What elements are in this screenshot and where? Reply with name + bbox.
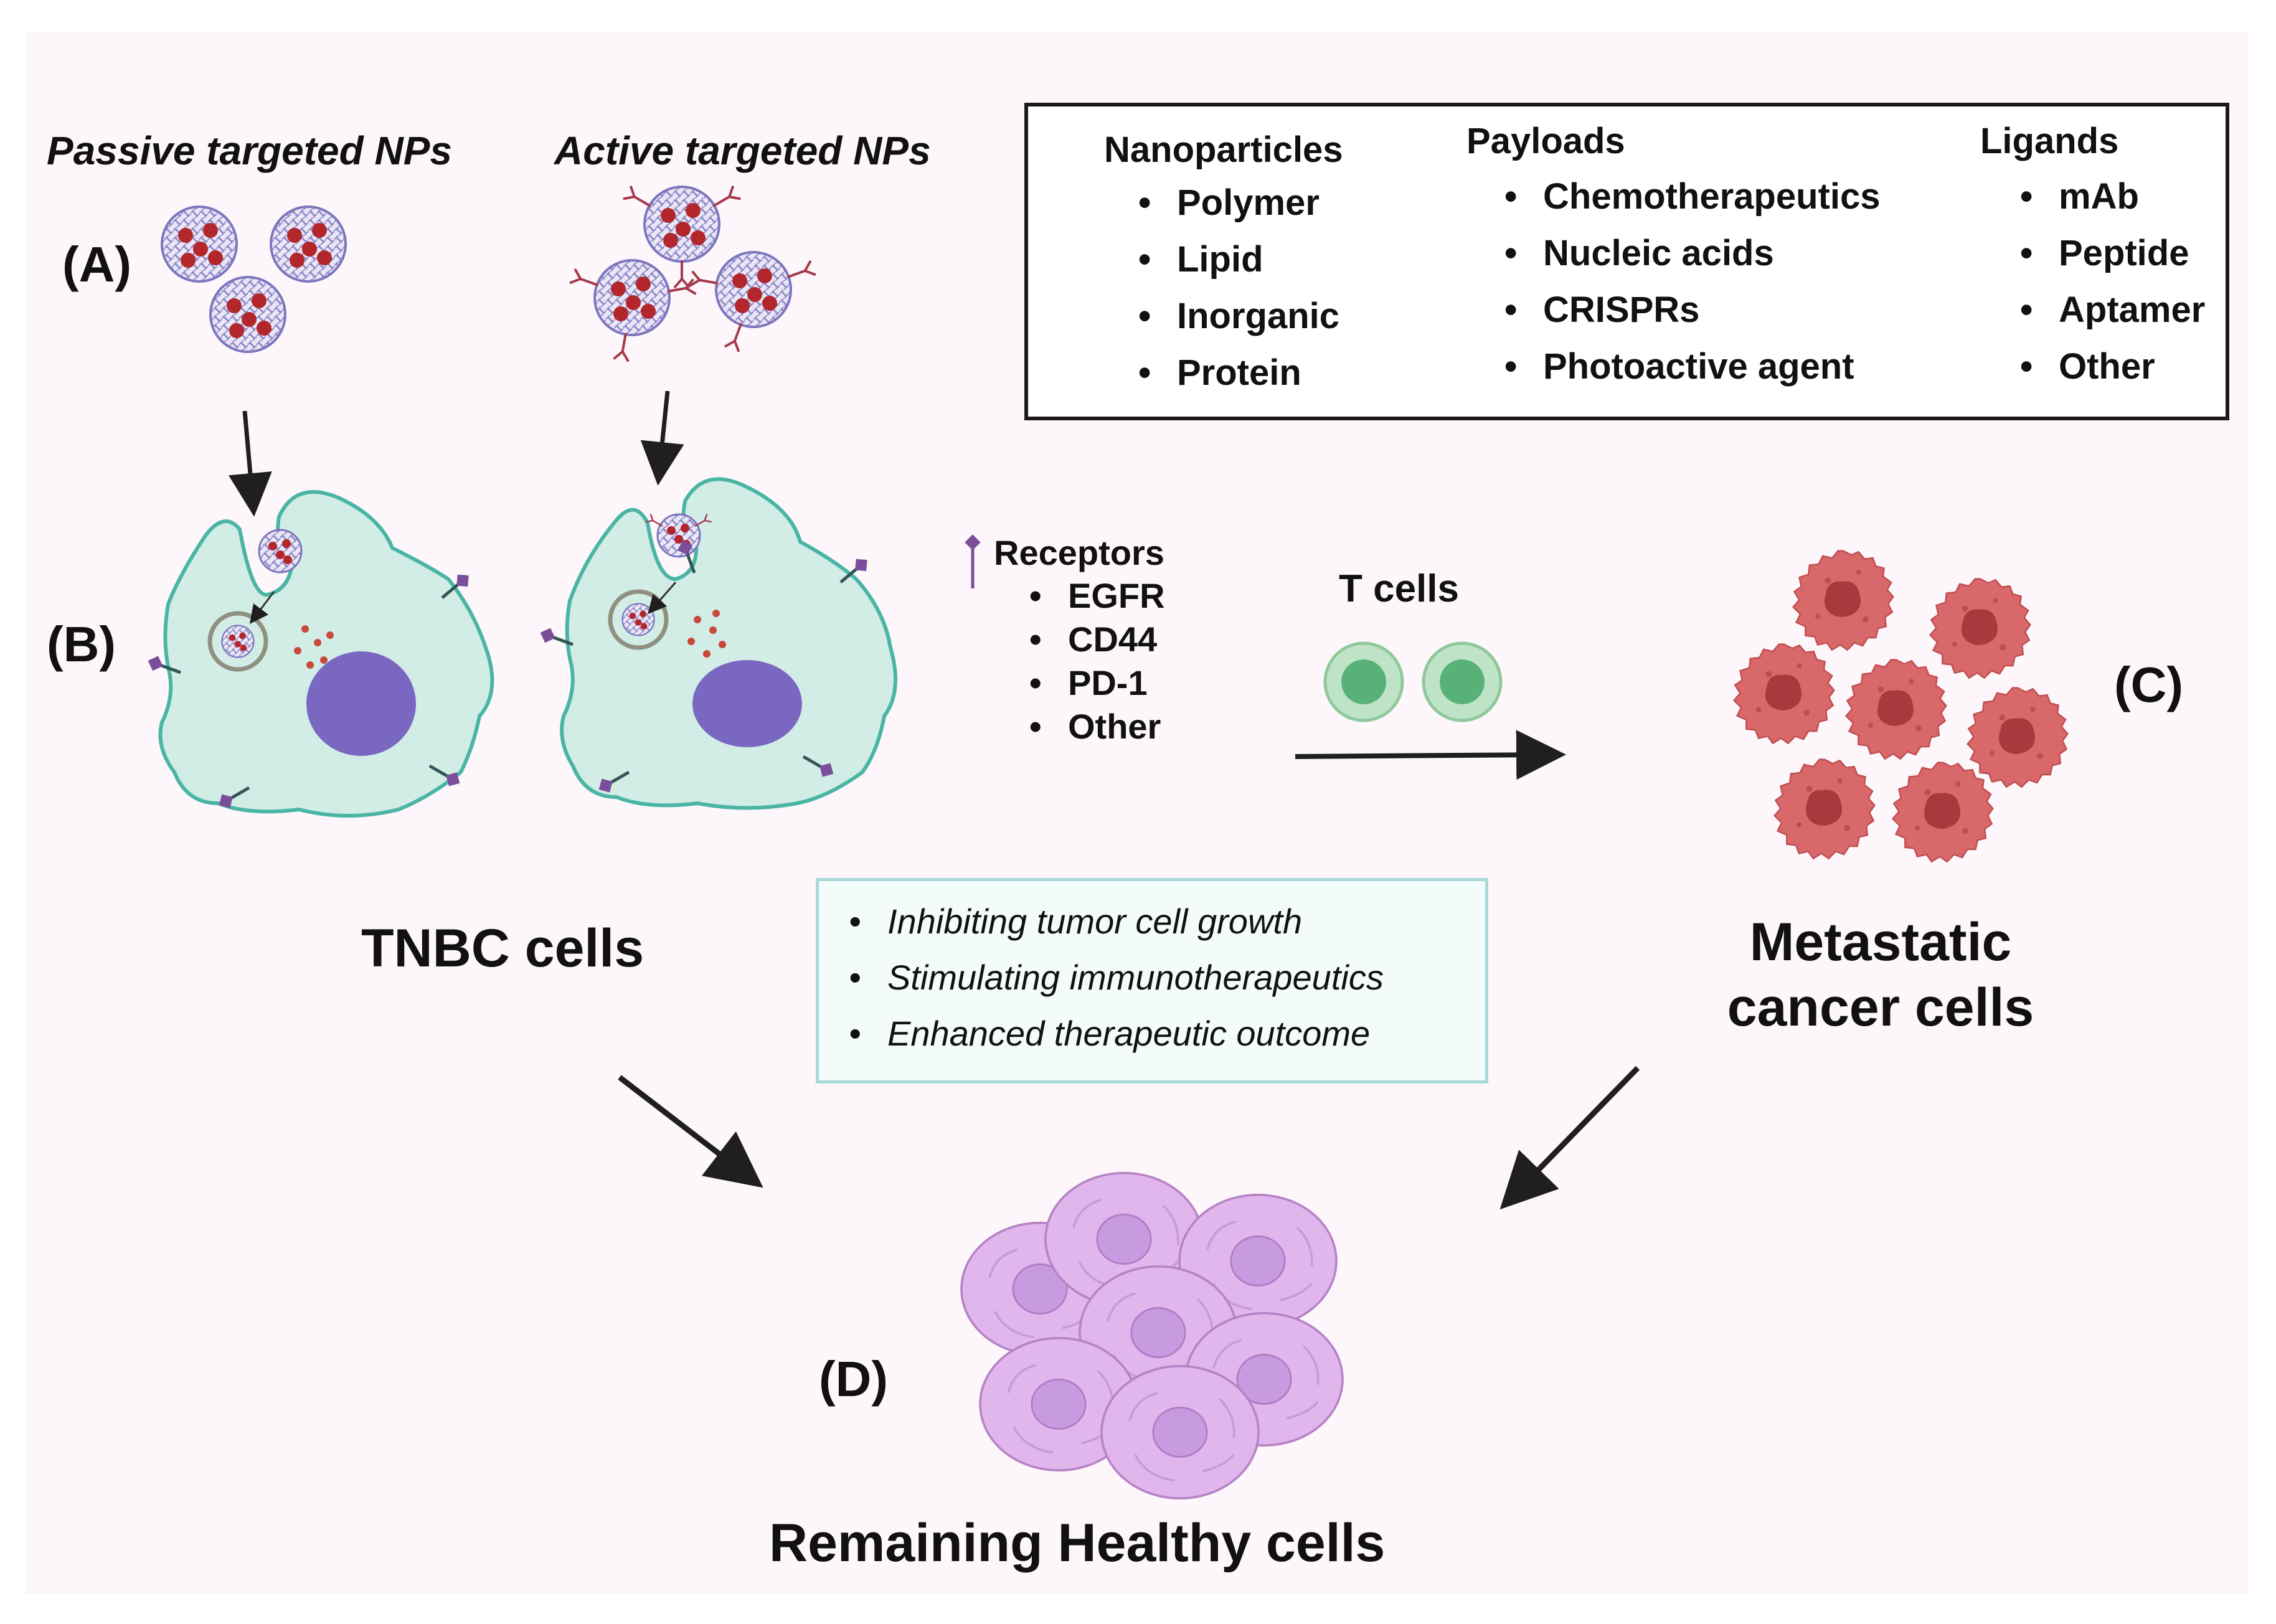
list-item: Lipid	[1133, 231, 1339, 288]
healthy-cells-title: Remaining Healthy cells	[769, 1513, 1386, 1573]
receptors-title: Receptors	[994, 533, 1164, 572]
panel-label-c: (C)	[2114, 657, 2184, 712]
arrow-metastatic-to-healthy	[1499, 1065, 1640, 1210]
metastatic-title-line1: Metastatic	[1749, 912, 2012, 972]
receptor-legend-glyph	[965, 534, 981, 588]
t-cells-label: T cells	[1339, 567, 1459, 610]
metastatic-title-line2: cancer cells	[1727, 978, 2034, 1037]
metastatic-cells-cluster	[1733, 550, 2069, 862]
outcome-list: Inhibiting tumor cell growth Stimulating…	[844, 894, 1384, 1062]
list-item: Other	[1024, 705, 1165, 748]
healthy-cells-cluster	[960, 1172, 1344, 1499]
list-item: mAb	[2015, 168, 2205, 225]
list-item: EGFR	[1024, 574, 1165, 618]
t-cells	[1325, 643, 1501, 720]
panel-label-b: (B)	[47, 616, 116, 672]
list-item: Inhibiting tumor cell growth	[844, 894, 1384, 950]
list-item: PD-1	[1024, 661, 1165, 705]
list-item: CRISPRs	[1499, 281, 1880, 338]
active-nanoparticles	[569, 184, 817, 363]
legend-ligands-list: mAb Peptide Aptamer Other	[2015, 168, 2205, 395]
panel-label-d: (D)	[819, 1351, 889, 1407]
tnbc-cells-title: TNBC cells	[361, 918, 645, 978]
arrow-passive-down	[229, 410, 272, 517]
list-item: Peptide	[2015, 225, 2205, 281]
list-item: Stimulating immunotherapeutics	[844, 950, 1384, 1006]
legend-nanoparticles-list: Polymer Lipid Inorganic Protein	[1133, 174, 1339, 401]
legend-nanoparticles-title: Nanoparticles	[1104, 130, 1343, 170]
list-item: Aptamer	[2015, 281, 2205, 338]
arrow-tnbc-to-healthy	[618, 1075, 763, 1188]
active-nps-heading: Active targeted NPs	[554, 128, 931, 173]
list-item: Enhanced therapeutic outcome	[844, 1006, 1384, 1062]
list-item: Chemotherapeutics	[1499, 168, 1880, 225]
legend-payloads-title: Payloads	[1466, 121, 1625, 161]
arrow-to-metastatic	[1295, 730, 1566, 780]
outcome-box: Inhibiting tumor cell growth Stimulating…	[816, 878, 1488, 1083]
receptors-list: EGFR CD44 PD-1 Other	[1024, 574, 1165, 748]
passive-nps-heading: Passive targeted NPs	[47, 128, 452, 173]
list-item: Inorganic	[1133, 288, 1339, 344]
legend-payloads-list: Chemotherapeutics Nucleic acids CRISPRs …	[1499, 168, 1880, 395]
tnbc-cell-active	[537, 477, 897, 810]
legend-ligands-title: Ligands	[1980, 121, 2119, 161]
list-item: Nucleic acids	[1499, 225, 1880, 281]
passive-nanoparticles	[161, 205, 347, 353]
list-item: Other	[2015, 338, 2205, 395]
arrow-active-down	[640, 390, 684, 486]
tnbc-cell-passive	[145, 490, 494, 818]
list-item: CD44	[1024, 618, 1165, 661]
list-item: Polymer	[1133, 174, 1339, 231]
panel-label-a: (A)	[62, 237, 132, 292]
list-item: Protein	[1133, 344, 1339, 401]
list-item: Photoactive agent	[1499, 338, 1880, 395]
